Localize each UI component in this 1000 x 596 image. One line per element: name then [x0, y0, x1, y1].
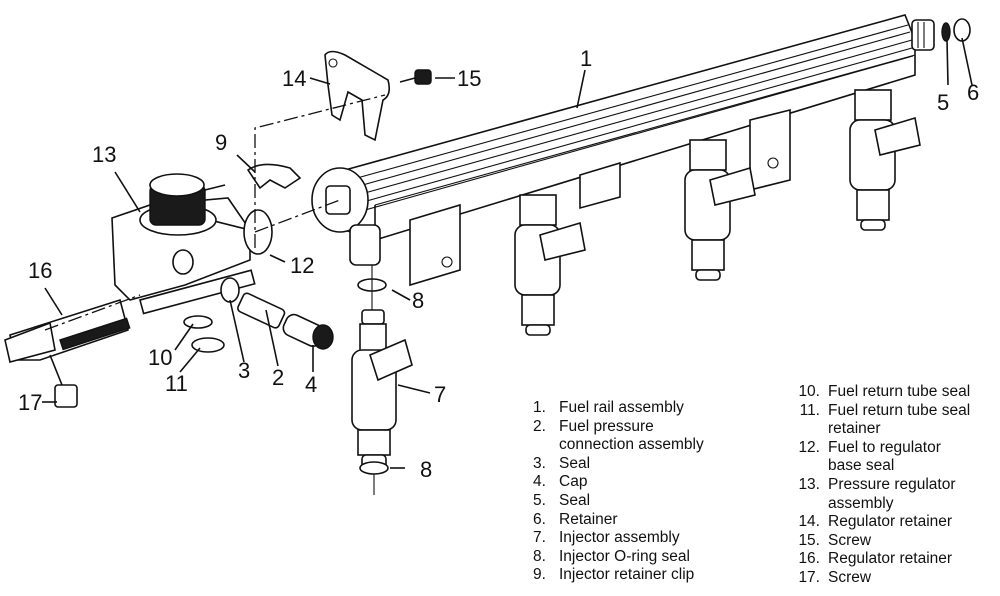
legend-right: 10.Fuel return tube seal 11.Fuel return …: [786, 383, 970, 588]
callout-8-top: 8: [412, 288, 424, 313]
legend-item: 16.Regulator retainer: [798, 550, 953, 568]
callout-11: 11: [165, 371, 188, 396]
legend-item: 13.Pressure regulator assembly: [798, 475, 956, 512]
legend-item: 8.Injector O-ring seal: [533, 547, 690, 565]
legend-item: 9.Injector retainer clip: [533, 566, 695, 584]
callout-14: 14: [282, 66, 306, 91]
legend-item: 10.Fuel return tube seal: [798, 383, 971, 400]
centerline: [254, 94, 386, 248]
callout-3: 3: [238, 358, 250, 383]
legend-item: 17.Screw: [798, 568, 872, 586]
callout-2: 2: [272, 365, 284, 390]
legend-item: 14.Regulator retainer: [798, 513, 953, 531]
legend-item: 1.Fuel rail assembly: [533, 399, 684, 416]
regulator-retainer-top: [324, 50, 432, 142]
callout-8-bottom: 8: [420, 457, 432, 482]
callout-4: 4: [305, 372, 317, 397]
centerline: [254, 199, 341, 233]
injector-assembly: [351, 265, 413, 495]
legend-item: 4.Cap: [533, 473, 588, 491]
callout-13: 13: [92, 142, 116, 167]
centerline: [44, 294, 141, 331]
pressure-regulator: [111, 173, 273, 315]
callout-10: 10: [148, 345, 172, 370]
callout-17: 17: [18, 390, 42, 415]
callout-15: 15: [457, 66, 481, 91]
callout-16: 16: [28, 258, 52, 283]
callout-5: 5: [937, 90, 949, 115]
callout-1: 1: [580, 46, 592, 71]
injectors-mounted: [514, 89, 921, 336]
legend-item: 5.Seal: [533, 491, 591, 509]
legend-item: 3.Seal: [533, 454, 591, 472]
legend-left: 1.Fuel rail assembly 2.Fuel pressure con…: [533, 399, 704, 585]
callout-9: 9: [215, 130, 227, 155]
return-tube-seals: [183, 315, 225, 353]
callout-6: 6: [967, 80, 979, 105]
leader-lines: [42, 37, 973, 469]
regulator-retainer-bottom: [4, 298, 131, 408]
injector-retainer-clip: [246, 163, 302, 190]
legend-item: 11.Fuel return tube seal retainer: [799, 401, 971, 438]
callout-7: 7: [434, 382, 446, 407]
callout-12: 12: [290, 253, 314, 278]
legend-item: 2.Fuel pressure connection assembly: [533, 417, 704, 454]
legend-item: 15.Screw: [798, 531, 872, 549]
legend-item: 12.Fuel to regulator base seal: [798, 438, 941, 475]
fuel-pressure-connection: [220, 277, 334, 350]
legend-item: 7.Injector assembly: [533, 529, 680, 547]
legend-item: 6.Retainer: [533, 510, 618, 528]
fuel-rail: [311, 14, 971, 287]
